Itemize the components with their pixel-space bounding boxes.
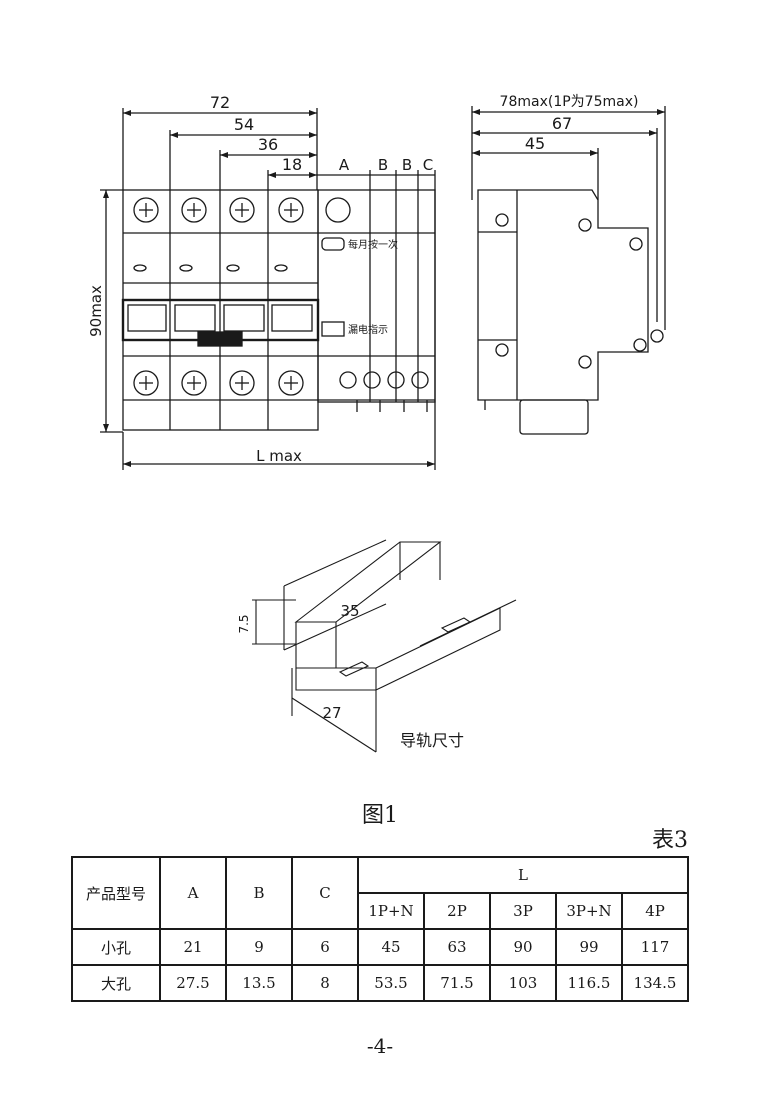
dim-45: 45 xyxy=(525,134,545,153)
table-row: 大孔 27.5 13.5 8 53.5 71.5 103 116.5 134.5 xyxy=(71,964,690,1002)
table-cell: 63 xyxy=(423,928,491,966)
l-subheader: 3P+N xyxy=(555,892,623,930)
breaker-dimension-drawing: 72 54 36 18 A B B C 90max L max 每月按一次 漏电… xyxy=(87,93,666,470)
rail-dim-35: 35 xyxy=(340,602,359,620)
rail-dim-7-5: 7.5 xyxy=(237,614,251,633)
table-cell: 134.5 xyxy=(620,964,690,1002)
rail-dim-27: 27 xyxy=(322,704,341,722)
a-header: A xyxy=(159,856,227,930)
table-cell: 53.5 xyxy=(357,964,425,1002)
table-cell: 45 xyxy=(357,928,425,966)
l-subheader: 2P xyxy=(423,892,491,930)
rail-caption: 导轨尺寸 xyxy=(400,731,464,750)
height-label: 90max xyxy=(87,285,105,337)
dim-18: 18 xyxy=(282,155,302,174)
table-subheader-row: 1P+N 2P 3P 3P+N 4P xyxy=(72,892,690,930)
length-label: L max xyxy=(256,447,302,465)
table-cell: 8 xyxy=(291,964,359,1002)
model-header: 产品型号 xyxy=(71,856,161,930)
dim-72: 72 xyxy=(210,93,230,112)
table-cell: 21 xyxy=(159,928,227,966)
page-number: -4- xyxy=(366,1034,394,1058)
indicator-note: 漏电指示 xyxy=(348,323,388,336)
table-cell: 116.5 xyxy=(555,964,623,1002)
col-b2-label: B xyxy=(402,156,412,174)
dim-67: 67 xyxy=(552,114,572,133)
test-note: 每月按一次 xyxy=(348,238,398,251)
table-cell: 90 xyxy=(489,928,557,966)
table-cell: 99 xyxy=(555,928,623,966)
table-caption: 表3 xyxy=(652,828,688,853)
dim-36: 36 xyxy=(258,135,278,154)
col-b1-label: B xyxy=(378,156,388,174)
dim-54: 54 xyxy=(234,115,254,134)
c-header: C xyxy=(291,856,359,930)
l-header: L xyxy=(356,856,690,894)
row-label: 大孔 xyxy=(71,964,161,1002)
row-label: 小孔 xyxy=(71,928,161,966)
l-subheader: 4P xyxy=(620,892,690,930)
l-subheader: 3P xyxy=(489,892,557,930)
table-cell: 6 xyxy=(291,928,359,966)
table-cell: 117 xyxy=(620,928,690,966)
dim-78: 78max(1P为75max) xyxy=(500,94,639,110)
l-subheader: 1P+N xyxy=(357,892,425,930)
dimension-table: 产品型号 A B C L 1P+N 2P 3P 3P+N 4P 小孔 21 9 … xyxy=(71,856,690,1002)
table-cell: 103 xyxy=(489,964,557,1002)
table-cell: 71.5 xyxy=(423,964,491,1002)
col-a-label: A xyxy=(339,156,350,174)
table-cell: 13.5 xyxy=(225,964,293,1002)
table-row: 小孔 21 9 6 45 63 90 99 117 xyxy=(71,928,690,966)
din-rail-drawing: 35 7.5 27 导轨尺寸 xyxy=(237,539,517,753)
b-header: B xyxy=(225,856,293,930)
col-c-label: C xyxy=(423,156,433,174)
figure-caption: 图1 xyxy=(362,803,398,828)
table-cell: 27.5 xyxy=(159,964,227,1002)
table-cell: 9 xyxy=(225,928,293,966)
table-header-row: 产品型号 A B C L xyxy=(71,856,690,930)
